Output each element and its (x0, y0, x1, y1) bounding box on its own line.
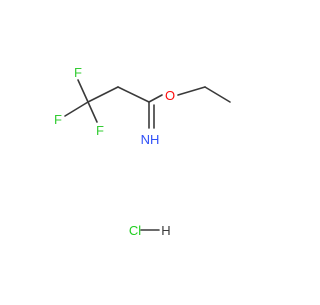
bond-group (64, 79, 231, 231)
bond-c-f-left (64, 101, 89, 117)
bond-ch2-ch3 (204, 86, 231, 103)
molecule-diagram: F F F O NH Cl H (54, 65, 231, 238)
bond-ch2-c (117, 86, 150, 103)
bond-cf3-ch2 (87, 86, 119, 103)
atom-fluorine-left: F (54, 112, 62, 127)
atom-chlorine: Cl (129, 223, 141, 238)
atom-fluorine-top: F (74, 65, 82, 80)
bond-c-f-bottom (87, 101, 98, 123)
structure-canvas: F F F O NH Cl H (54, 65, 231, 238)
bond-c-o (148, 94, 163, 103)
atom-imine-nitrogen: NH (141, 132, 160, 147)
atom-oxygen: O (165, 88, 175, 103)
bond-o-ch2 (177, 86, 206, 96)
atom-fluorine-bottom: F (96, 123, 104, 138)
atom-hydrogen: H (161, 223, 170, 238)
bond-c-f-top (77, 79, 89, 103)
